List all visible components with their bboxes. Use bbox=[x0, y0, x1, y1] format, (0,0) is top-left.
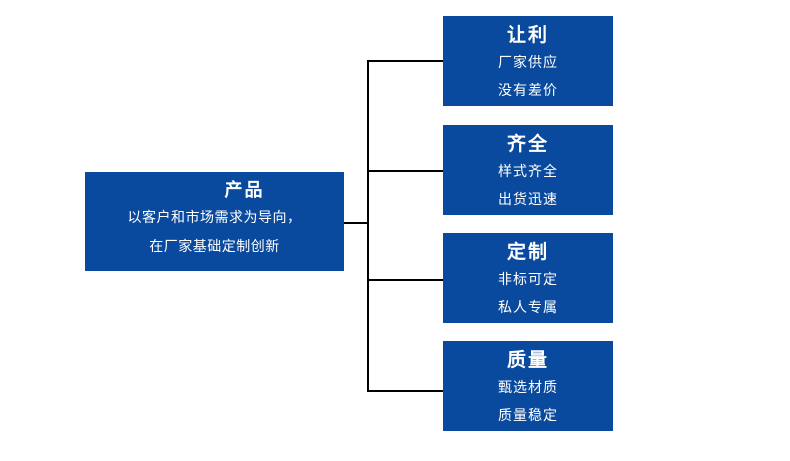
root-node: 产品 以客户和市场需求为导向， 在厂家基础定制创新 bbox=[85, 172, 344, 271]
branch-node-line-1: 甄选材质 bbox=[498, 380, 558, 396]
connector-branch-4 bbox=[367, 390, 444, 392]
root-node-title: 产品 bbox=[224, 180, 265, 201]
branch-node-line-1: 厂家供应 bbox=[498, 55, 558, 71]
root-node-line-2: 在厂家基础定制创新 bbox=[149, 239, 280, 255]
branch-node-dingzhi: 定制 非标可定 私人专属 bbox=[443, 233, 613, 323]
branch-node-title: 让利 bbox=[506, 24, 549, 46]
root-node-line-1: 以客户和市场需求为导向， bbox=[127, 210, 302, 226]
connector-branch-1 bbox=[367, 60, 444, 62]
connector-root-stem bbox=[343, 222, 369, 224]
branch-node-line-2: 质量稳定 bbox=[498, 408, 558, 424]
branch-node-line-2: 私人专属 bbox=[498, 300, 558, 316]
branch-node-title: 齐全 bbox=[506, 133, 549, 155]
connector-branch-2 bbox=[367, 170, 444, 172]
branch-node-title: 质量 bbox=[506, 349, 549, 371]
branch-node-line-1: 非标可定 bbox=[498, 272, 558, 288]
connector-trunk-vertical bbox=[367, 60, 369, 392]
branch-node-line-2: 没有差价 bbox=[498, 83, 558, 99]
branch-node-line-2: 出货迅速 bbox=[498, 192, 558, 208]
branch-node-title: 定制 bbox=[506, 241, 549, 263]
branch-node-quanquan: 齐全 样式齐全 出货迅速 bbox=[443, 125, 613, 215]
branch-node-zhiliang: 质量 甄选材质 质量稳定 bbox=[443, 341, 613, 431]
branch-node-rangli: 让利 厂家供应 没有差价 bbox=[443, 16, 613, 106]
branch-node-line-1: 样式齐全 bbox=[498, 164, 558, 180]
connector-branch-3 bbox=[367, 279, 444, 281]
